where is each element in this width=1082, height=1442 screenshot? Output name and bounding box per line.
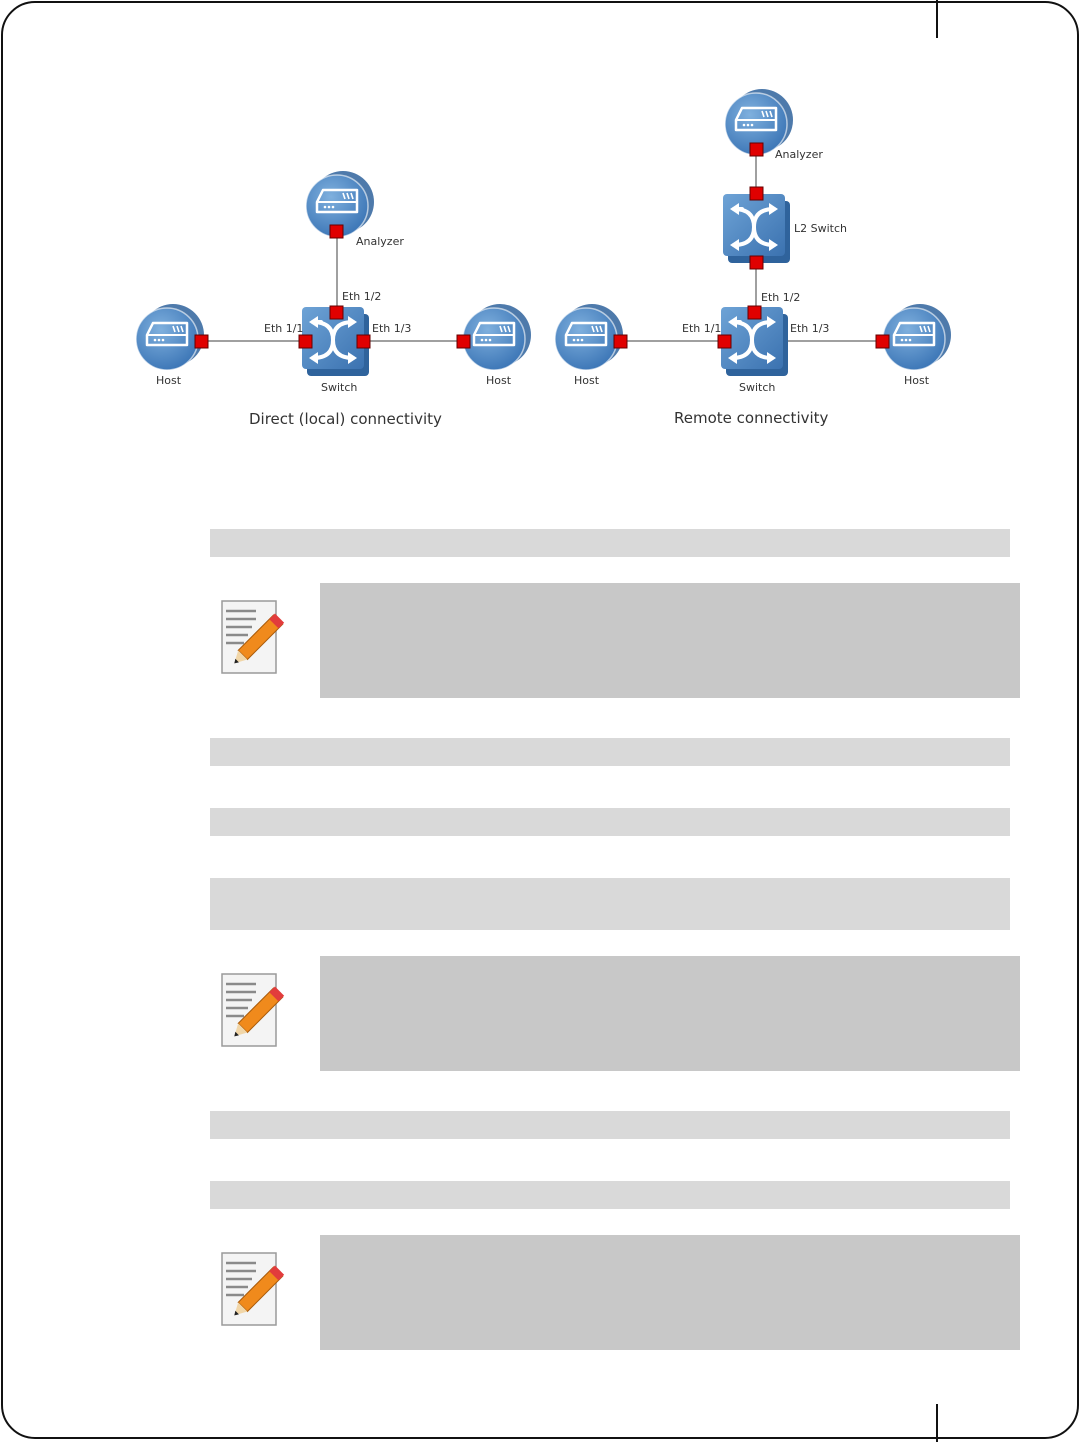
note-pencil-icon [221, 1252, 285, 1326]
note-pencil-icon [221, 600, 285, 674]
switch-label: Switch [321, 381, 357, 394]
port-marker [749, 142, 764, 157]
diagram-title: Remote connectivity [674, 409, 829, 427]
footer-divider [936, 1404, 938, 1442]
section-bar [210, 878, 1010, 930]
diagram-remote: Analyzer L2 Switch Eth 1/2 Eth 1/1 Eth 1… [553, 87, 953, 427]
diagram-title: Direct (local) connectivity [249, 410, 442, 428]
port-marker [613, 334, 628, 349]
l2-switch-icon [721, 192, 792, 265]
port-marker [329, 305, 344, 320]
host-icon [461, 302, 533, 372]
host-label: Host [904, 374, 930, 387]
port-label-eth12: Eth 1/2 [761, 291, 800, 304]
port-marker [456, 334, 471, 349]
port-marker [875, 334, 890, 349]
port-marker [298, 334, 313, 349]
host-label: Host [574, 374, 600, 387]
host-icon [134, 302, 206, 372]
note-box [320, 956, 1020, 1071]
port-label-eth13: Eth 1/3 [790, 322, 829, 335]
host-label: Host [486, 374, 512, 387]
note-pencil-icon [221, 973, 285, 1047]
port-marker [749, 255, 764, 270]
section-bar [210, 1111, 1010, 1139]
connectivity-diagram: Analyzer Eth 1/2 Eth 1/1 Eth 1/3 Host Ho… [134, 87, 953, 428]
switch-label: Switch [739, 381, 775, 394]
section-bar [210, 738, 1010, 766]
analyzer-label: Analyzer [356, 235, 404, 248]
port-label-eth13: Eth 1/3 [372, 322, 411, 335]
diagram-direct: Analyzer Eth 1/2 Eth 1/1 Eth 1/3 Host Ho… [134, 169, 533, 428]
section-bar [210, 529, 1010, 557]
port-marker [356, 334, 371, 349]
port-marker [717, 334, 732, 349]
host-icon [553, 302, 625, 372]
note-box [320, 1235, 1020, 1350]
section-bar [210, 1181, 1010, 1209]
host-icon [881, 302, 953, 372]
port-label-eth11: Eth 1/1 [264, 322, 303, 335]
analyzer-label: Analyzer [775, 148, 823, 161]
header-divider [936, 0, 938, 38]
l2-switch-label: L2 Switch [794, 222, 847, 235]
note-box [320, 583, 1020, 698]
host-label: Host [156, 374, 182, 387]
port-marker [194, 334, 209, 349]
port-label-eth12: Eth 1/2 [342, 290, 381, 303]
port-label-eth11: Eth 1/1 [682, 322, 721, 335]
port-marker [747, 305, 762, 320]
port-marker [749, 186, 764, 201]
port-marker [329, 224, 344, 239]
section-bar [210, 808, 1010, 836]
